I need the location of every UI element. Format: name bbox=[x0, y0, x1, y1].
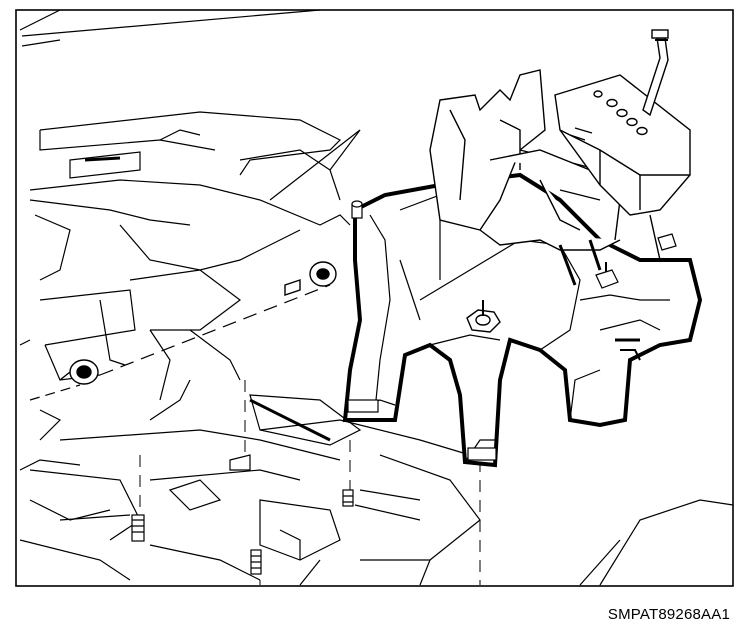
console-pivot-stud bbox=[351, 200, 363, 219]
shift-indicator-housing bbox=[554, 74, 691, 261]
console-outline bbox=[342, 172, 703, 468]
console-nut bbox=[466, 300, 501, 333]
shifter-bracket bbox=[429, 69, 621, 286]
diagram-border bbox=[15, 9, 734, 587]
console-bolt-right bbox=[595, 233, 677, 289]
clip-center bbox=[309, 261, 337, 287]
retainer-clips bbox=[59, 261, 337, 385]
mounting-studs bbox=[131, 489, 354, 575]
screw-top bbox=[284, 279, 301, 296]
stud-center-floor bbox=[250, 549, 262, 575]
floor-console bbox=[342, 29, 703, 468]
shift-lever bbox=[642, 29, 669, 117]
dashboard-structure bbox=[19, 9, 734, 586]
stud-right-floor bbox=[342, 489, 354, 507]
foot-tab-left bbox=[347, 399, 379, 413]
alignment-lines bbox=[139, 340, 481, 585]
stud-left-floor bbox=[131, 514, 145, 542]
clip-left bbox=[59, 359, 99, 385]
foot-tab-right bbox=[467, 447, 497, 461]
figure-caption: SMPAT89268AA1 bbox=[607, 606, 730, 623]
